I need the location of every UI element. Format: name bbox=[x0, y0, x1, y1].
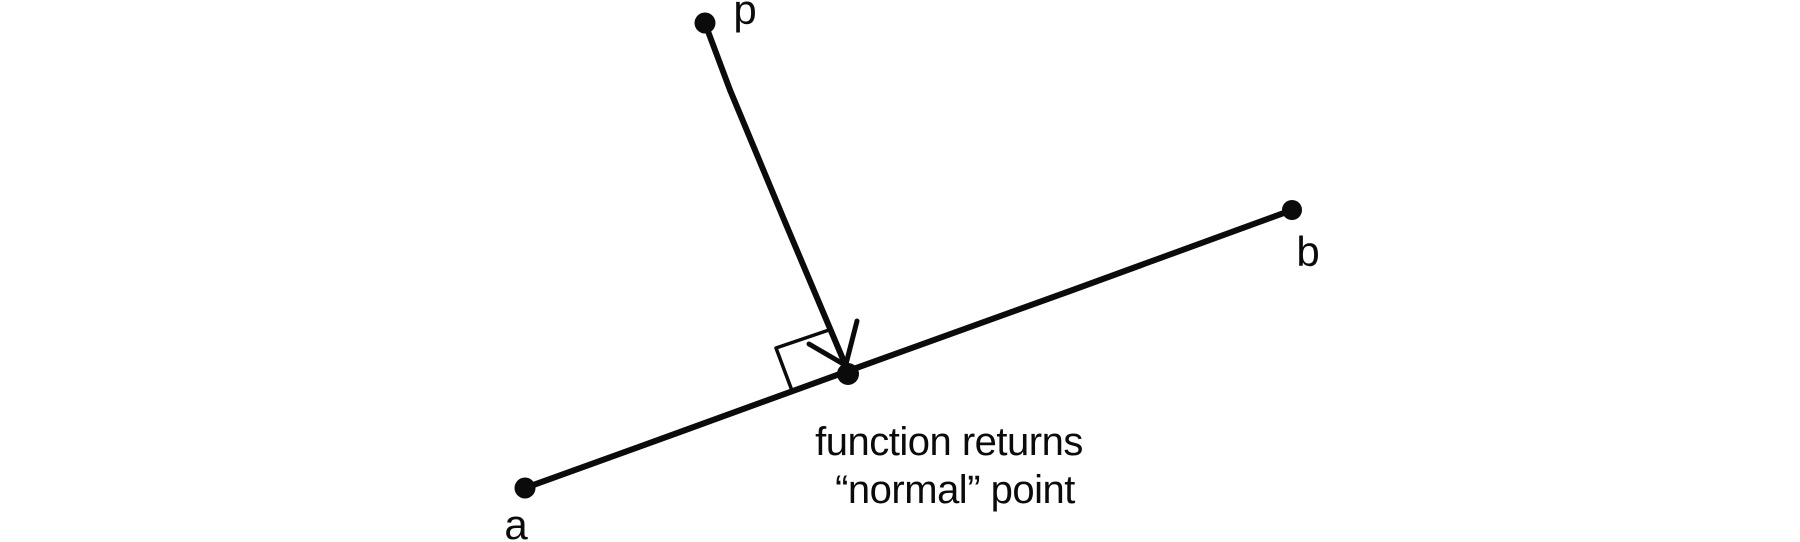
point-b-dot bbox=[1282, 200, 1302, 220]
projection-arrow-shaft bbox=[703, 23, 848, 367]
point-p-label: p bbox=[733, 0, 756, 33]
point-a-dot bbox=[514, 477, 536, 499]
arrowhead-left-barb bbox=[806, 341, 848, 368]
normal-point-dot bbox=[837, 363, 859, 385]
point-p-dot bbox=[694, 12, 716, 34]
caption-line-2: “normal” point bbox=[835, 468, 1075, 512]
caption-line-1: function returns bbox=[815, 420, 1083, 464]
point-b-label: b bbox=[1296, 228, 1319, 275]
right-angle-marker bbox=[774, 328, 831, 390]
arrowhead-right-barb bbox=[843, 318, 860, 367]
point-a-label: a bbox=[504, 501, 528, 542]
